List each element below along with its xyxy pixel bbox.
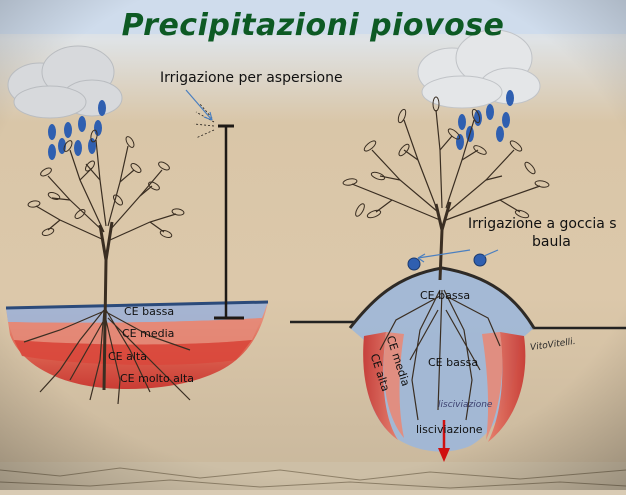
ground-line-right [290,320,626,330]
leaching-arrow [438,420,450,462]
leaves-left [27,129,185,238]
cloud-left [7,45,123,119]
drip-label-line2: baula [532,234,571,250]
leaves-right [342,96,550,219]
mound-baula [348,266,536,452]
zone-label-ce-media-left: CE media [122,327,175,340]
tree-right [351,109,541,421]
zone-label-ce-bassa-center: CE bassa [428,356,479,369]
raindrops-left [48,100,106,160]
page-title: Precipitazioni piovose [121,8,505,43]
drip-label-line1: Irrigazione a goccia s [468,216,617,232]
leaching-handwritten: lisciviazione [438,400,493,410]
sprinkler-label: Irrigazione per aspersione [160,70,343,86]
zone-label-ce-alta-left: CE alta [108,350,147,363]
sprinkler [185,89,244,320]
tree-left [23,139,191,405]
zone-label-ce-molto-alta-left: CE molto alta [120,372,195,385]
leaching-label: lisciviazione [416,423,483,436]
zone-label-ce-bassa-left: CE bassa [124,305,175,318]
drippers [407,249,499,271]
zone-label-ce-bassa-top: CE bassa [420,289,471,302]
cloud-right [417,29,541,109]
